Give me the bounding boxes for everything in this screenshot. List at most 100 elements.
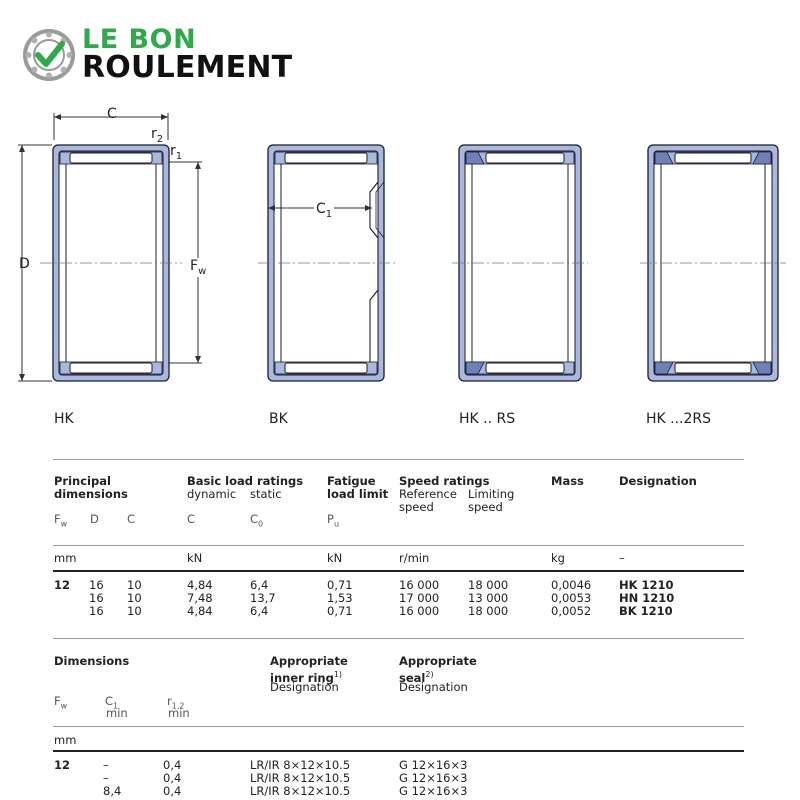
table-cell: G 12×16×3 (399, 758, 468, 772)
column-d: 16 16 16 (89, 579, 104, 618)
table-cell: G 12×16×3 (399, 771, 468, 785)
unit-mm: mm (54, 551, 77, 565)
column-fatigue: 0,71 1,53 0,71 (327, 579, 353, 618)
header-seal: Appropriate seal2) (399, 654, 477, 685)
symbol-fw: Fw (54, 512, 68, 529)
table-cell: 0,4 (163, 771, 182, 785)
symbol-r12-min: min (168, 706, 190, 720)
column-dynamic: 4,84 7,48 4,84 (187, 579, 213, 618)
type-label-hk-rs: HK .. RS (459, 411, 516, 427)
type-label-hk-2rs: HK ...2RS (646, 411, 712, 427)
bearing-check-icon (23, 29, 75, 81)
header-static: static (250, 487, 282, 501)
table-cell: 6,4 (250, 578, 269, 592)
table-cell: 8,4 (103, 784, 122, 798)
symbol-fw-2: Fw (54, 694, 68, 711)
column-seal: G 12×16×3 G 12×16×3 G 12×16×3 (399, 759, 467, 798)
column-designation: HK 1210 HN 1210 BK 1210 (619, 579, 674, 618)
symbol-c1-min: min (106, 706, 128, 720)
designation-hk-1210: HK 1210 (619, 578, 674, 592)
dim-label-c1: C1 (314, 201, 335, 220)
dim-label-r2: r2 (151, 126, 164, 145)
table-cell: 10 (127, 578, 142, 592)
unit-kn-fatigue: kN (327, 551, 343, 565)
table-cell: 10 (127, 591, 142, 605)
table-cell: 0,4 (163, 784, 182, 798)
type-label-hk: HK (54, 411, 74, 427)
table-cell: – (103, 758, 109, 772)
symbol-c-dynamic: C (187, 512, 196, 526)
table-cell: 0,0053 (551, 591, 592, 605)
brand-line-2: ROULEMENT (82, 50, 293, 85)
table-cell: 16 000 (399, 604, 440, 618)
symbol-c1: C1 (105, 694, 119, 711)
symbol-d: D (90, 512, 99, 526)
unit-kn-load: kN (187, 551, 203, 565)
table1-top-rule (53, 459, 744, 460)
header-dynamic: dynamic (187, 487, 237, 501)
table-cell: 16 (89, 591, 104, 605)
fw-value: 12 (54, 578, 71, 592)
header-mass: Mass (551, 474, 584, 488)
table-cell: 18 000 (468, 604, 509, 618)
header-inner-ring: Appropriate inner ring1) (270, 654, 348, 685)
table-cell: 16 (89, 604, 104, 618)
table-cell: 16 000 (399, 578, 440, 592)
table2-unit-rule (53, 726, 744, 727)
column-c: 10 10 10 (127, 579, 142, 618)
table-cell: 4,84 (187, 578, 213, 592)
column-inner-ring: LR/IR 8×12×10.5 LR/IR 8×12×10.5 LR/IR 8×… (250, 759, 350, 798)
hk-2rs-drawing (640, 144, 786, 382)
hk-drawing (18, 113, 202, 382)
table-cell: 0,71 (327, 604, 353, 618)
hk-rs-drawing (452, 144, 588, 382)
table-cell: 4,84 (187, 604, 213, 618)
unit-designation: – (619, 551, 625, 565)
table1-unit-rule (53, 545, 744, 546)
designation-hn-1210: HN 1210 (619, 591, 675, 605)
header-dimensions: Dimensions (54, 654, 130, 668)
designation-bk-1210: BK 1210 (619, 604, 673, 618)
table-cell: 1,53 (327, 591, 353, 605)
symbol-pu: Pu (327, 512, 340, 529)
header-reference-speed: Reference speed (399, 487, 457, 514)
table-cell: 13,7 (250, 591, 276, 605)
dim-label-r1: r1 (170, 143, 183, 162)
dim-label-d: D (19, 256, 30, 272)
column-r12: 0,4 0,4 0,4 (163, 759, 181, 798)
bk-drawing (258, 144, 395, 382)
table-cell: 0,71 (327, 578, 353, 592)
table-cell: 16 (89, 578, 104, 592)
type-label-bk: BK (269, 411, 288, 427)
table-cell: 0,0052 (551, 604, 592, 618)
header-designation: Designation (619, 474, 697, 488)
symbol-r12: r1,2 (167, 694, 185, 711)
table-cell: 0,4 (163, 758, 182, 772)
table-cell: LR/IR 8×12×10.5 (250, 758, 351, 772)
table-cell: 6,4 (250, 604, 269, 618)
table-cell: 0,0046 (551, 578, 592, 592)
table2-body-rule (53, 750, 744, 752)
table-cell: – (103, 771, 109, 785)
unit-mm-2: mm (54, 733, 77, 747)
unit-rmin: r/min (399, 551, 430, 565)
header-basic-load-ratings: Basic load ratings (187, 474, 304, 488)
column-mass: 0,0046 0,0053 0,0052 (551, 579, 591, 618)
table-cell: G 12×16×3 (399, 784, 468, 798)
column-reference-speed: 16 000 17 000 16 000 (399, 579, 439, 618)
dim-label-fw: Fw (190, 258, 207, 277)
header-principal-dimensions: Principal dimensions (54, 474, 128, 501)
table-cell: LR/IR 8×12×10.5 (250, 784, 351, 798)
table-cell: 17 000 (399, 591, 440, 605)
table2-top-rule (53, 638, 744, 639)
column-limiting-speed: 18 000 13 000 18 000 (468, 579, 508, 618)
dim-label-c: C (107, 106, 117, 122)
header-speed-ratings: Speed ratings (399, 474, 490, 488)
header-fatigue-load-limit: Fatigue load limit (327, 474, 389, 501)
table1-body-rule (53, 570, 744, 572)
table-cell: 13 000 (468, 591, 509, 605)
column-static: 6,4 13,7 6,4 (250, 579, 276, 618)
table-cell: 10 (127, 604, 142, 618)
header-seal-designation: Designation (399, 680, 468, 694)
header-inner-ring-designation: Designation (270, 680, 339, 694)
